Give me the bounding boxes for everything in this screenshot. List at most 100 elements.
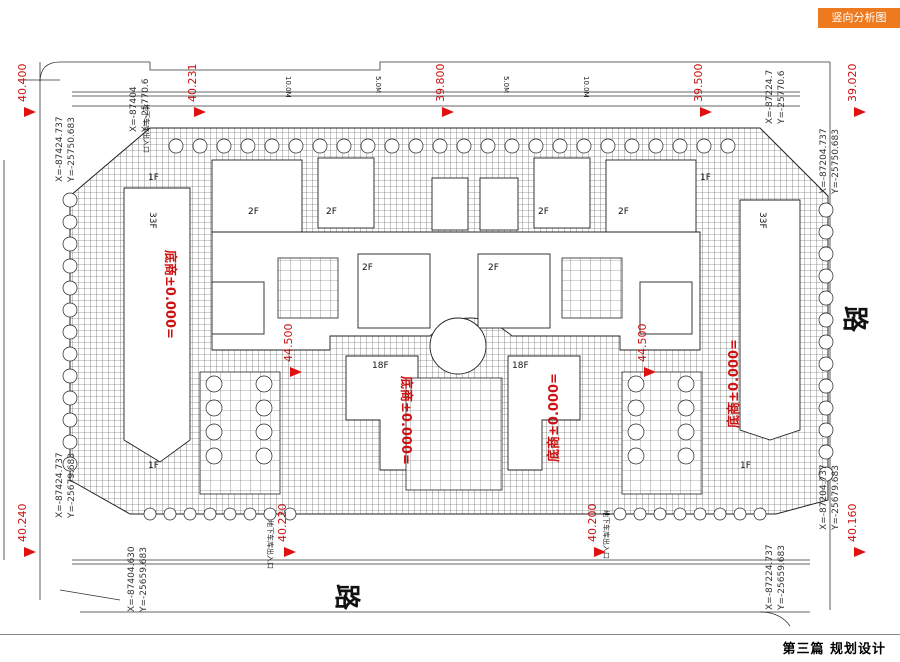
- tree-icon: [818, 422, 834, 438]
- elevation-marker-icon: [24, 107, 36, 117]
- tree-icon: [633, 507, 647, 521]
- tree-icon: [384, 138, 400, 154]
- tree-icon: [205, 399, 223, 417]
- tree-icon: [264, 138, 280, 154]
- tree-icon: [360, 138, 376, 154]
- coord: X=-87204.737: [819, 464, 829, 530]
- coord: Y=-25770.6: [777, 70, 787, 125]
- note: 10.0M: [582, 76, 590, 98]
- note: 地下车库出入口: [142, 104, 151, 153]
- tree-icon: [62, 368, 78, 384]
- tree-icon: [818, 400, 834, 416]
- tree-icon: [696, 138, 712, 154]
- coord: X=-87224.7: [765, 70, 775, 124]
- floor-label: 1F: [148, 461, 159, 471]
- tree-icon: [818, 202, 834, 218]
- tree-icon: [62, 324, 78, 340]
- footer-title: 第三篇 规划设计: [782, 642, 886, 657]
- tree-icon: [62, 258, 78, 274]
- tree-icon: [243, 507, 257, 521]
- tree-icon: [552, 138, 568, 154]
- elevation-label: 39.800: [434, 64, 447, 103]
- tree-icon: [255, 423, 273, 441]
- tree-icon: [283, 507, 297, 521]
- tree-icon: [627, 447, 645, 465]
- header-tag: 竖向分析图: [818, 8, 900, 28]
- tree-icon: [456, 138, 472, 154]
- tree-icon: [62, 390, 78, 406]
- floor-label: 2F: [326, 207, 337, 217]
- floor-label: 1F: [700, 173, 711, 183]
- coordinate-labels: X=-87424.737 Y=-25750.683 X=-87404 Y=-25…: [55, 70, 841, 613]
- tree-icon: [818, 378, 834, 394]
- elevation-label: 40.400: [16, 64, 29, 103]
- tree-icon: [600, 138, 616, 154]
- tree-icon: [504, 138, 520, 154]
- tree-icon: [673, 507, 687, 521]
- tree-icon: [203, 507, 217, 521]
- tree-icon: [624, 138, 640, 154]
- elevation-marker-icon: [700, 107, 712, 117]
- tree-icon: [818, 334, 834, 350]
- tree-icon: [263, 507, 277, 521]
- tree-icon: [818, 246, 834, 262]
- tree-icon: [648, 138, 664, 154]
- base-label-left: 底商±0.000=: [162, 250, 178, 339]
- elevation-label: 39.500: [692, 64, 705, 103]
- tree-icon: [62, 412, 78, 428]
- coord: Y=-25659.683: [139, 547, 149, 613]
- elevation-marker-icon: [24, 547, 36, 557]
- floor-label: 33F: [757, 212, 767, 229]
- road-label-right: 路: [839, 306, 870, 333]
- tree-icon: [720, 138, 736, 154]
- tree-icon: [288, 138, 304, 154]
- elevation-label: 39.020: [846, 64, 859, 103]
- floor-label: 1F: [148, 173, 159, 183]
- elevation-label: 40.160: [846, 504, 859, 543]
- road-label-bottom: 路: [331, 584, 362, 611]
- tree-icon: [733, 507, 747, 521]
- tree-icon: [693, 507, 707, 521]
- tree-icon: [528, 138, 544, 154]
- floor-label: 2F: [538, 207, 549, 217]
- tree-icon: [576, 138, 592, 154]
- note: 5.0M: [374, 76, 382, 93]
- tree-icon: [168, 138, 184, 154]
- floor-label: 2F: [248, 207, 259, 217]
- tree-icon: [653, 507, 667, 521]
- coord: X=-87404.630: [127, 546, 137, 612]
- tree-icon: [183, 507, 197, 521]
- tree-icon: [627, 375, 645, 393]
- tree-icon: [408, 138, 424, 154]
- tree-icon: [818, 224, 834, 240]
- tree-rows: [62, 138, 834, 521]
- elevation-label: 44.500: [282, 324, 295, 363]
- tree-icon: [312, 138, 328, 154]
- elevation-marker-icon: [194, 107, 206, 117]
- tree-icon: [62, 456, 78, 472]
- note: 5.0M: [502, 76, 510, 93]
- tree-icon: [677, 375, 695, 393]
- tree-icon: [677, 423, 695, 441]
- note: 地下车库出入口: [602, 510, 611, 559]
- elevation-marker-icon: [854, 107, 866, 117]
- tree-icon: [62, 302, 78, 318]
- note: 地下车库出入口: [266, 520, 275, 569]
- floor-label: 2F: [362, 263, 373, 273]
- tree-icon: [818, 356, 834, 372]
- floor-label: 18F: [512, 361, 529, 371]
- footer-divider: [0, 634, 900, 635]
- elevation-marker-icon: [290, 367, 302, 377]
- floor-label: 33F: [147, 212, 157, 229]
- elevation-label: 40.240: [16, 504, 29, 543]
- tree-icon: [818, 312, 834, 328]
- base-elevation-labels: 底商±0.000= 底商±0.000= 底商±0.000= 底商±0.000=: [162, 250, 742, 465]
- base-label-center-left: 底商±0.000=: [398, 376, 414, 465]
- tree-icon: [255, 399, 273, 417]
- floor-label: 2F: [618, 207, 629, 217]
- tree-icon: [205, 423, 223, 441]
- coord: Y=-25770.6: [141, 78, 151, 133]
- tree-icon: [627, 423, 645, 441]
